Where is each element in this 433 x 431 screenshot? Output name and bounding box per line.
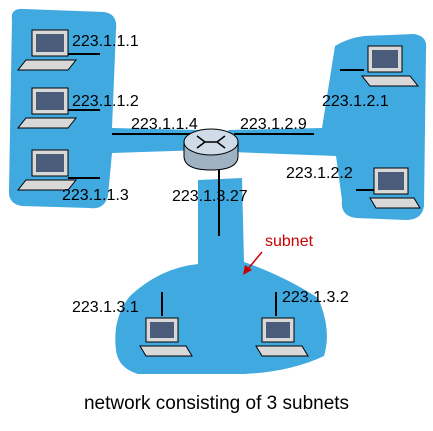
host-s1-2-icon xyxy=(16,87,78,129)
router-icon xyxy=(183,128,239,171)
host-s2-2-icon xyxy=(369,167,421,209)
label-s1-host3: 223.1.1.3 xyxy=(62,187,129,204)
label-s1-router: 223.1.1.4 xyxy=(131,116,198,133)
subnet-arrow xyxy=(243,251,263,275)
label-s1-host2: 223.1.1.2 xyxy=(72,93,139,110)
label-s2-host1: 223.1.2.1 xyxy=(322,93,389,110)
host-s3-2-icon xyxy=(255,317,309,357)
host-s1-3-icon xyxy=(16,149,78,191)
label-s3-host2: 223.1.3.2 xyxy=(282,289,349,306)
host-s1-1-icon xyxy=(16,29,78,71)
label-s2-host2: 223.1.2.2 xyxy=(286,165,353,182)
host-s3-1-icon xyxy=(139,317,193,357)
subnet-bottom-region xyxy=(115,178,327,374)
diagram-caption: network consisting of 3 subnets xyxy=(83,393,350,414)
host-s2-1-icon xyxy=(360,45,420,87)
label-s3-host1: 223.1.3.1 xyxy=(72,299,139,316)
label-s2-router: 223.1.2.9 xyxy=(240,116,307,133)
links xyxy=(68,53,374,316)
label-subnet: subnet xyxy=(265,233,314,250)
label-s1-host1: 223.1.1.1 xyxy=(72,33,139,50)
label-s3-router: 223.1.3.27 xyxy=(172,188,248,205)
